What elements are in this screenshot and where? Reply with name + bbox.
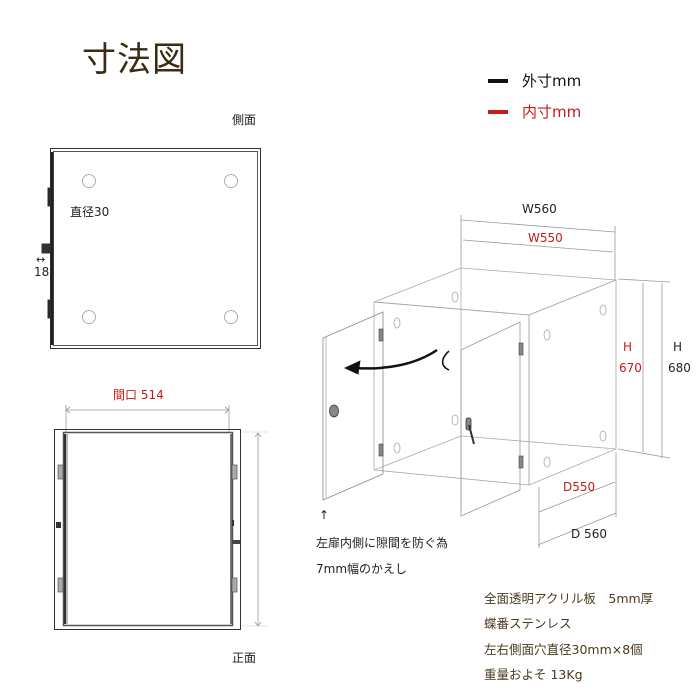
note-line-1: 左扉内側に隙間を防ぐ為	[316, 536, 449, 550]
note-arrow-icon: ↑	[319, 508, 330, 522]
opening-width-label: 間口 514	[113, 388, 164, 402]
page-title: 寸法図	[82, 40, 187, 80]
spec-holes: 左右側面穴直径30mm×8個	[484, 642, 643, 657]
note-line-2: 7mm幅のかえし	[316, 562, 408, 576]
legend-outer-swatch	[488, 78, 508, 83]
spec-material: 全面透明アクリル板 5mm厚	[484, 591, 654, 606]
gap-arrow-icon: ↔	[36, 253, 46, 266]
outer-height-value: 680	[668, 361, 691, 375]
hole-diameter-label: 直径30	[70, 205, 110, 219]
spec-weight: 重量およそ 13Kg	[484, 667, 583, 682]
legend-outer: 外寸mm	[488, 70, 581, 91]
legend-inner-label: 内寸mm	[522, 103, 582, 121]
front-view-label: 正面	[232, 651, 257, 665]
side-view-label: 側面	[232, 113, 257, 127]
outer-depth-label: D 560	[571, 527, 607, 541]
legend-outer-label: 外寸mm	[522, 72, 582, 90]
outer-width-label: W560	[522, 202, 557, 216]
gap-label: 18	[34, 265, 50, 279]
spec-hinge: 蝶番ステンレス	[484, 616, 572, 631]
inner-height-h: H	[623, 340, 633, 354]
legend-inner: 内寸mm	[488, 101, 581, 122]
inner-height-value: 670	[619, 361, 642, 375]
side-view-drawing	[41, 148, 261, 349]
inner-width-label: W550	[528, 231, 563, 245]
inner-depth-label: D550	[563, 480, 596, 494]
isometric-drawing	[322, 215, 671, 548]
front-view-drawing	[54, 405, 268, 630]
legend-inner-swatch	[488, 109, 508, 114]
outer-height-h: H	[673, 340, 683, 354]
